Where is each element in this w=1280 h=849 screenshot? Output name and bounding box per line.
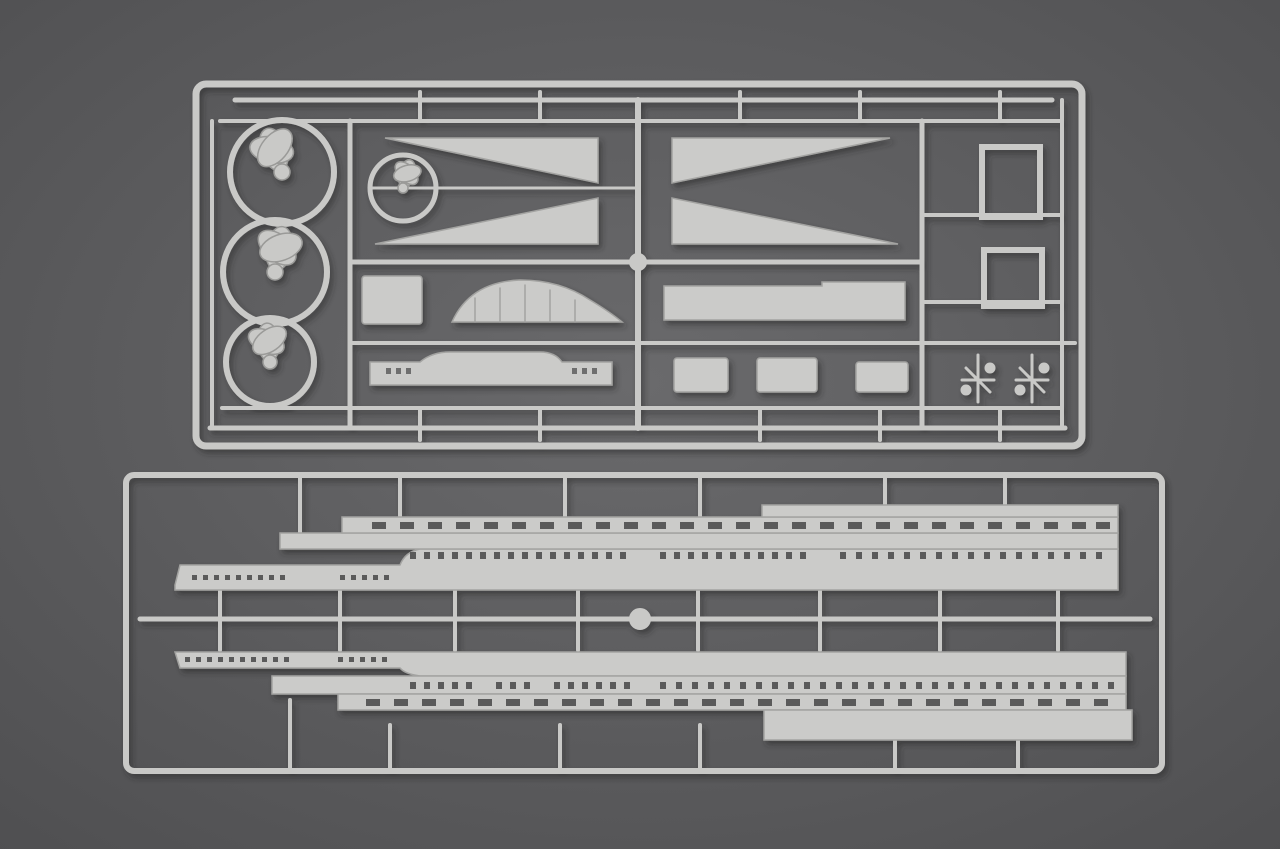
square-frame-1 (979, 144, 1043, 220)
window-row-upper-3 (372, 522, 1110, 529)
small-fitting-1 (960, 353, 996, 404)
propeller-small (367, 152, 439, 224)
small-fitting-2 (1014, 353, 1050, 404)
propeller-large-3 (223, 315, 317, 409)
curved-bridge-strip (369, 351, 613, 386)
triangular-fin-4 (671, 197, 899, 245)
sprue-hub (629, 253, 647, 271)
window-row-upper-2 (410, 552, 1102, 559)
triangular-fin-2 (374, 197, 599, 245)
propeller-large-1 (227, 117, 337, 227)
triangular-fin-3 (671, 137, 891, 184)
square-frame-2 (981, 247, 1045, 309)
lower-sprue (123, 472, 1165, 774)
rudder-part (450, 279, 625, 323)
window-row-upper-1 (192, 575, 389, 580)
long-deck-strip (663, 281, 906, 321)
deck-block-2 (673, 357, 729, 393)
upper-sprue (192, 80, 1086, 450)
window-row-lower-2 (410, 682, 1114, 689)
hull-side-panel-upper (174, 504, 1119, 591)
triangular-fin-1 (384, 137, 599, 184)
deck-block-1 (361, 275, 423, 325)
propeller-large-2 (220, 217, 330, 327)
deck-block-4 (855, 361, 909, 393)
window-row-lower-1 (185, 657, 387, 662)
upper-sprue-frame (192, 80, 1086, 450)
window-row-lower-3 (366, 699, 1108, 706)
deck-block-3 (756, 357, 818, 393)
lower-sprue-frame (123, 472, 1165, 774)
sprue-hub-lower (629, 608, 651, 630)
